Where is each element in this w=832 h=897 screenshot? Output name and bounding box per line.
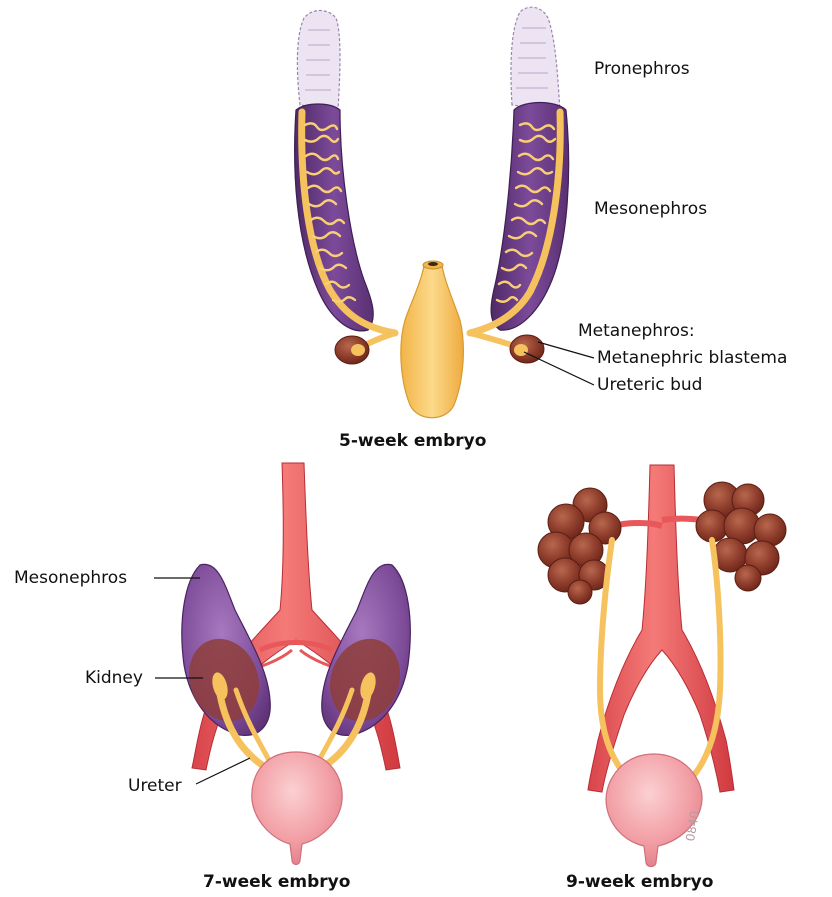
leader-metanephric-blastema — [538, 342, 594, 358]
caption-9-week: 9-week embryo — [566, 872, 713, 892]
bladder-7wk — [252, 752, 342, 865]
label-metanephric-blastema: Metanephric blastema — [597, 348, 787, 368]
label-pronephros: Pronephros — [594, 59, 690, 79]
right-pronephros — [511, 7, 560, 112]
label-mesonephros-5wk: Mesonephros — [594, 199, 707, 219]
label-mesonephros-7wk: Mesonephros — [14, 568, 127, 588]
label-ureter-7wk: Ureter — [128, 776, 182, 796]
label-ureteric-bud: Ureteric bud — [597, 375, 702, 395]
right-ureteric-bud-stalk — [470, 333, 515, 346]
cloaca — [401, 266, 464, 418]
right-kidney-9wk — [696, 482, 786, 591]
caption-5-week: 5-week embryo — [339, 431, 486, 451]
leader-ureteric-bud — [524, 352, 594, 385]
label-metanephros: Metanephros: — [578, 321, 695, 341]
panel-7-week — [154, 463, 411, 865]
panel-9-week — [538, 465, 786, 867]
label-kidney-7wk: Kidney — [85, 668, 143, 688]
panel-5-week — [295, 7, 594, 418]
caption-7-week: 7-week embryo — [203, 872, 350, 892]
right-ureteric-bud — [514, 344, 528, 356]
